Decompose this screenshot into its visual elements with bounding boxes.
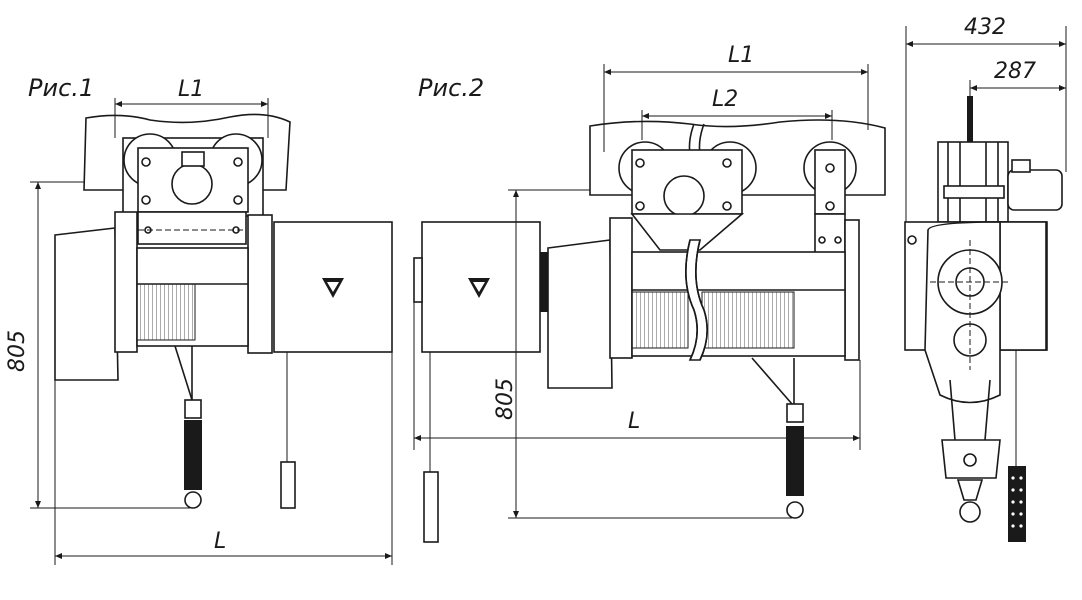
fig1-drive-hub <box>171 163 213 205</box>
fig2-pendant <box>423 471 439 543</box>
fig1-dim-l1: L1 <box>178 77 204 102</box>
fig1-pendant <box>280 461 296 509</box>
fig2-dim-805: 805 <box>493 378 518 420</box>
side-dim-287: 287 <box>994 59 1036 84</box>
figure-1: Рис.1 <box>5 74 393 565</box>
fig2-flange-right <box>844 219 860 361</box>
fig1-hook <box>184 491 202 509</box>
side-pendant <box>1008 466 1026 542</box>
fig2-caption: Рис.2 <box>418 74 484 102</box>
fig1-hanger <box>137 211 247 245</box>
side-trolley <box>937 141 1009 223</box>
fig2-gearbox <box>547 239 613 389</box>
fig1-hook-block <box>184 420 202 490</box>
side-hook <box>959 501 981 523</box>
fig2-dim-l2: L2 <box>712 87 738 112</box>
fig2-dim-l1: L1 <box>728 43 754 68</box>
fig1-flange-right <box>247 214 273 354</box>
fig2-hook <box>786 501 804 519</box>
side-rail <box>967 96 973 186</box>
fig2-drive-hub <box>663 175 705 217</box>
fig1-dim-805: 805 <box>5 330 30 372</box>
fig2-flange-left <box>609 217 633 359</box>
side-travel-motor <box>1007 169 1063 211</box>
side-hook-block <box>941 439 1001 479</box>
fig1-flange-left <box>114 211 138 353</box>
figure-2: Рис.2 <box>413 43 886 543</box>
fig2-hook-block <box>786 426 804 496</box>
fig1-gearbox <box>54 227 119 381</box>
side-view: 432 287 <box>904 15 1067 542</box>
fig1-dim-l: L <box>214 529 226 554</box>
fig1-caption: Рис.1 <box>28 74 94 102</box>
fig2-dim-l: L <box>628 409 640 434</box>
side-dim-432: 432 <box>964 15 1006 40</box>
